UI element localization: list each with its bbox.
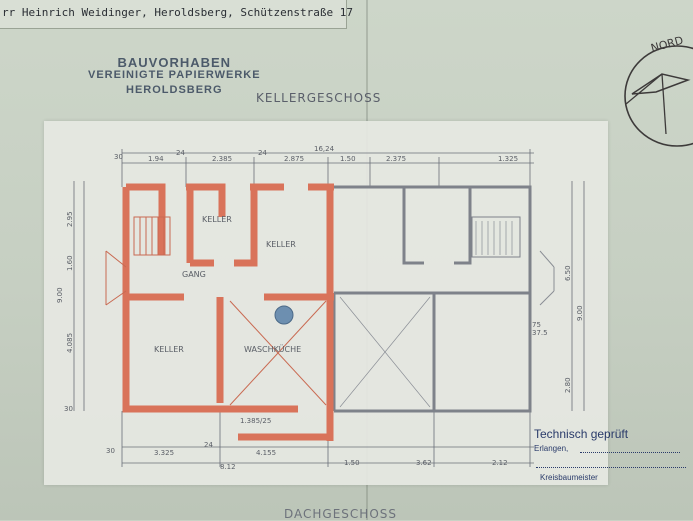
next-floor-title-partial: DACHGESCHOSS: [284, 507, 398, 521]
dim-overall-width: 16,24: [314, 145, 335, 153]
room-label-keller-large: KELLER: [154, 345, 184, 354]
owner-address: rr Heinrich Weidinger, Heroldsberg, Schü…: [2, 6, 353, 19]
approval-title: Technisch geprüft: [534, 427, 629, 441]
dim-right-75: 75: [532, 321, 541, 329]
stamp-line-3: HEROLDSBERG: [126, 84, 223, 96]
room-label-keller-small: KELLER: [202, 215, 232, 224]
dim-top-30: 30: [114, 153, 123, 161]
compass-rose-icon: NORD: [624, 34, 693, 147]
dim-top-1: 1.94: [148, 155, 164, 163]
dim-right-2: 2.80: [564, 377, 572, 393]
dim-bottom-overall-left: 8.12: [220, 463, 236, 471]
stamp-line-1: BAUVORHABEN: [117, 55, 232, 70]
approval-date-line: [580, 452, 680, 453]
dim-top-mid: 1.50: [340, 155, 356, 163]
dim-left-1: 2.95: [66, 211, 74, 227]
dim-top-24a: 24: [176, 149, 185, 157]
room-label-gang: GANG: [182, 270, 206, 279]
approval-signature-line: [536, 467, 686, 468]
dim-left-overall: 9.00: [56, 287, 64, 303]
dim-left-2: 1.60: [66, 255, 74, 271]
dim-bottom-2: 4.155: [256, 449, 276, 457]
dim-right-37: 37.5: [532, 329, 548, 337]
stamp-line-2: VEREINIGTE PAPIERWERKE: [88, 69, 261, 81]
compass-label: NORD: [649, 34, 684, 55]
room-label-waschkueche: WASCHKÜCHE: [244, 344, 301, 354]
dim-bottom-overall-mid: 1.50: [344, 459, 360, 467]
approval-role: Kreisbaumeister: [540, 473, 598, 482]
approval-city: Erlangen,: [534, 444, 569, 453]
dim-bottom-24: 24: [204, 441, 213, 449]
approval-stamp: Technisch geprüft Erlangen, Kreisbaumeis…: [520, 415, 690, 495]
plan-tracing-paper: [44, 121, 608, 485]
dim-top-24b: 24: [258, 149, 267, 157]
dim-left-30: 30: [64, 405, 73, 413]
floor-drain-icon: [274, 305, 294, 325]
dim-bottom-3: 3.62: [416, 459, 432, 467]
dim-top-4: 2.375: [386, 155, 406, 163]
header-label-strip: rr Heinrich Weidinger, Heroldsberg, Schü…: [0, 0, 353, 29]
dim-right-1: 6.50: [564, 265, 572, 281]
dim-window-note: 1.385/25: [240, 417, 271, 425]
dim-bottom-4: 2.12: [492, 459, 508, 467]
project-stamp: BAUVORHABEN VEREINIGTE PAPIERWERKE HEROL…: [88, 56, 261, 97]
dim-top-2: 2.385: [212, 155, 232, 163]
plan-title: KELLERGESCHOSS: [256, 91, 382, 105]
floor-plan: KELLER KELLER GANG KELLER WASCHKÜCHE 16,…: [56, 145, 585, 471]
dim-bottom-30: 30: [106, 447, 115, 455]
dim-top-3: 2.875: [284, 155, 304, 163]
dim-right-overall: 9.00: [576, 305, 584, 321]
dim-left-3: 4.085: [66, 333, 74, 353]
dim-bottom-1: 3.325: [154, 449, 174, 457]
room-label-keller-mid: KELLER: [266, 240, 296, 249]
dim-top-5: 1.325: [498, 155, 518, 163]
